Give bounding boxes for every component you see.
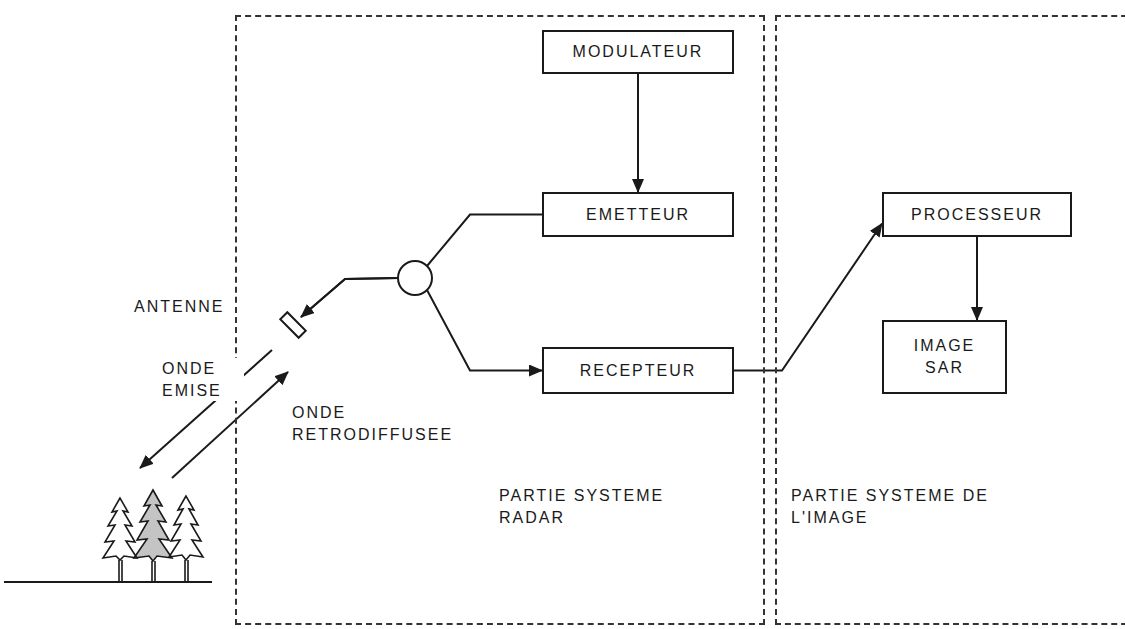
- antenna-node: ANTENNE: [130, 292, 320, 358]
- signal-connector: [734, 224, 882, 371]
- node-label: ANTENNE: [134, 296, 224, 318]
- receiver-box: RECEPTEUR: [542, 347, 734, 394]
- ground-line: [4, 581, 212, 583]
- transmitter-box: EMETTEUR: [542, 192, 734, 237]
- processor-box: PROCESSEUR: [882, 192, 1072, 237]
- signal-connector: [637, 74, 639, 192]
- signal-connector: [301, 215, 542, 318]
- radar-system-region: PARTIE SYSTEME RADARMODULATEUREMETTEURAN…: [235, 15, 765, 625]
- node-label: RECEPTEUR: [580, 360, 697, 382]
- trees: [103, 490, 203, 582]
- node-label: PARTIE SYSTEME RADAR: [499, 485, 699, 528]
- modulator-box: MODULATEUR: [542, 30, 734, 74]
- node-label: PROCESSEUR: [911, 204, 1043, 226]
- antenna-symbol: [270, 302, 316, 348]
- wave-label: ONDE RETRODIFFUSEE: [290, 402, 484, 445]
- node-label: IMAGE SAR: [905, 335, 985, 378]
- sar-image-box: IMAGE SAR: [882, 320, 1007, 394]
- circulator-symbol: [398, 261, 432, 295]
- image-system-region: PARTIE SYSTEME DE L'IMAGE PROCESSEUR IMAGE…: [775, 15, 1125, 625]
- node-label: MODULATEUR: [573, 41, 704, 63]
- node-label: EMETTEUR: [586, 204, 690, 226]
- signal-connector: [301, 278, 542, 371]
- wave-label: ONDE EMISE: [160, 358, 244, 401]
- node-label: PARTIE SYSTEME DE L'IMAGE: [791, 485, 1031, 528]
- emitted-wave-arrow: [140, 350, 272, 468]
- signal-connector: [976, 237, 978, 320]
